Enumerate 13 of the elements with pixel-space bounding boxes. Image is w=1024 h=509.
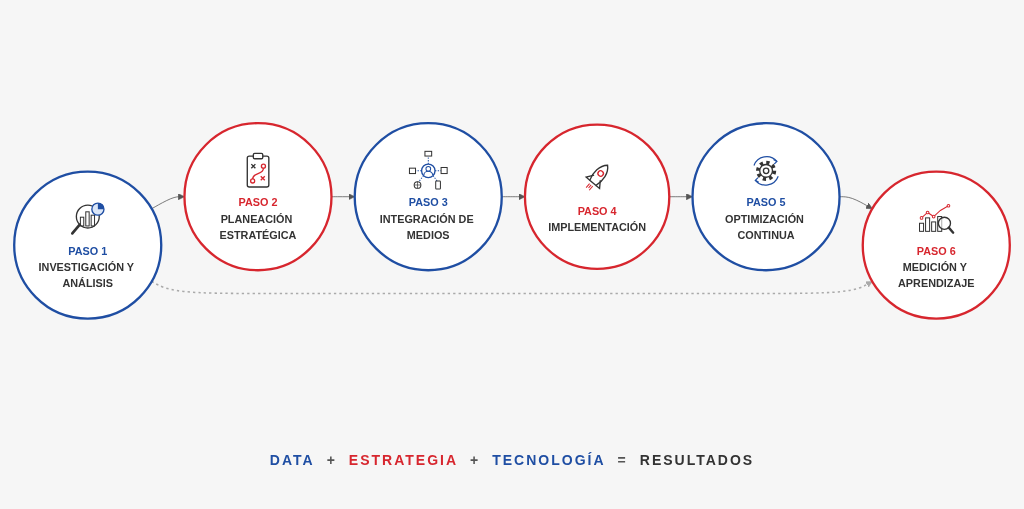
formula-term: ESTRATEGIA: [348, 452, 459, 468]
node-circle: PASO 4 IMPLEMENTACIÓN: [523, 123, 671, 271]
plus-sign: +: [470, 452, 481, 468]
node-circle: PASO 3 INTEGRACIÓN DE MEDIOS: [353, 122, 503, 272]
node-circle: PASO 6 MEDICIÓN Y APRENDIZAJE: [861, 170, 1011, 320]
plus-sign: +: [326, 452, 337, 468]
node-circle: PASO 1 INVESTIGACIÓN Y ANÁLISIS: [13, 170, 163, 320]
formula-term: TECNOLOGÍA: [492, 452, 606, 468]
formula-result: RESULTADOS: [639, 452, 755, 468]
equals-sign: =: [617, 452, 628, 468]
formula-term: DATA: [269, 452, 315, 468]
node-circle: PASO 2 PLANEACIÓN ESTRATÉGICA: [183, 122, 333, 272]
node-circle: PASO 5 OPTIMIZACIÓN CONTINUA: [691, 122, 841, 272]
